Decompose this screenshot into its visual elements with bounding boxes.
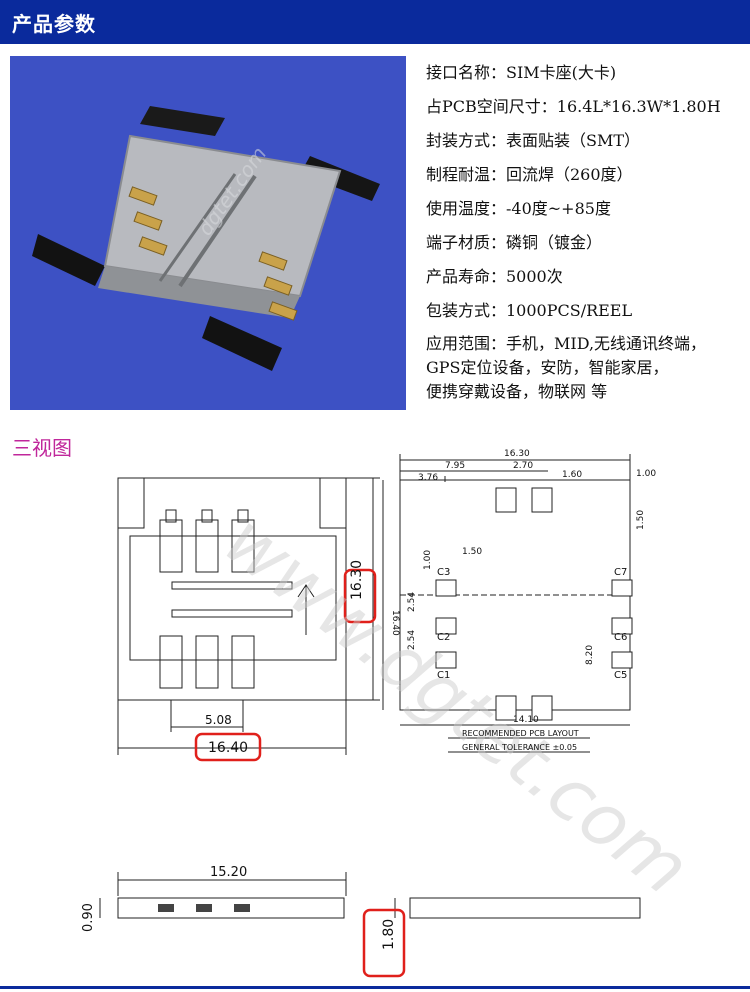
top-view-contacts-upper <box>159 509 255 573</box>
side-dim-height: 0.90 <box>81 903 96 932</box>
spec-line: 接口名称：SIM卡座(大卡) <box>426 63 617 82</box>
pcb-label-c5: C5 <box>614 670 627 681</box>
side-dim-length: 15.20 <box>210 865 247 880</box>
pcb-dim-a: 7.95 <box>445 461 465 471</box>
top-view-slot-1 <box>171 581 293 590</box>
top-view-arrow-head <box>297 584 315 598</box>
metal-shell-edge <box>98 266 300 318</box>
application-line-3: 便携穿戴设备，物联网 等 <box>426 382 608 401</box>
drawing-watermark: www.dgtet.com <box>209 498 705 911</box>
pcb-caption-2: GENERAL TOLERANCE ±0.05 <box>462 743 577 752</box>
spec-line: 封装方式：表面贴装（SMT） <box>426 131 641 150</box>
frame-left <box>32 234 105 286</box>
spec-list: 接口名称：SIM卡座(大卡) 占PCB空间尺寸：16.4L*16.3W*1.80… <box>426 56 746 404</box>
highlight-boxes <box>194 568 406 978</box>
product-photo: dgtet.com <box>10 56 406 410</box>
dim-width: 16.40 <box>208 740 248 756</box>
pcb-dim-d: 3.76 <box>418 473 438 483</box>
spec-line: 占PCB空间尺寸：16.4L*16.3W*1.80H <box>426 97 721 116</box>
dim-height: 16.30 <box>349 560 365 600</box>
pcb-label-c7: C7 <box>614 567 627 578</box>
application-line-2: GPS定位设备，安防，智能家居， <box>426 358 669 377</box>
sim-socket-illustration: dgtet.com <box>32 106 380 371</box>
spec-line: 制程耐温：回流焊（260度） <box>426 165 633 184</box>
pcb-dim-f: 1.50 <box>636 510 646 530</box>
pcb-dim-m: 14.10 <box>513 715 539 725</box>
pcb-dim-b: 2.70 <box>513 461 533 471</box>
pcb-pads <box>435 487 633 721</box>
end-view <box>394 897 641 919</box>
pcb-dim-j: 2.54 <box>407 630 417 650</box>
spec-line: 使用温度：-40度~+85度 <box>426 199 611 218</box>
top-view-latch-right <box>319 477 347 529</box>
pcb-dim-l: 8.20 <box>585 645 595 665</box>
application-scope: 应用范围：手机，MID,无线通讯终端， GPS定位设备，安防，智能家居， 便携穿… <box>426 332 746 404</box>
pcb-label-c6: C6 <box>614 632 627 643</box>
pcb-label-c3: C3 <box>437 567 450 578</box>
technical-drawing: www.dgtet.com 5.08 16.40 16.30 16.30 7.9… <box>81 449 705 978</box>
contacts-gold <box>128 186 298 321</box>
pcb-dim-e: 1.00 <box>636 469 656 479</box>
frame-bottom <box>202 316 282 371</box>
pcb-dim-h: 1.00 <box>423 550 433 570</box>
pcb-dim-i: 2.54 <box>407 592 417 612</box>
pcb-label-c1: C1 <box>437 670 450 681</box>
pcb-label-c2: C2 <box>437 632 450 643</box>
frame-top <box>140 106 225 136</box>
header-title: 产品参数 <box>12 12 96 36</box>
spec-line: 包装方式：1000PCS/REEL <box>426 301 633 320</box>
pcb-dim-g: 1.50 <box>462 547 482 557</box>
application-line-1: 应用范围：手机，MID,无线通讯终端， <box>426 334 707 353</box>
top-view-contacts-lower <box>159 635 255 689</box>
pcb-dim-k: 16.40 <box>390 610 400 636</box>
shell-rib-1 <box>178 174 257 288</box>
side-view-contacts <box>158 904 250 912</box>
top-view-latch-left <box>117 477 145 529</box>
spec-line: 产品寿命：5000次 <box>426 267 563 286</box>
section-title: 三视图 <box>12 436 72 460</box>
bottom-divider <box>0 986 750 989</box>
spec-line: 端子材质：磷铜（镀金） <box>426 233 603 252</box>
pcb-dim-overall: 16.30 <box>504 449 530 459</box>
top-view-shell <box>129 535 337 661</box>
top-view-slot-2 <box>171 609 293 618</box>
side-view <box>99 872 347 919</box>
shell-rib-2 <box>158 173 237 282</box>
top-view <box>117 477 380 755</box>
pcb-caption-1: RECOMMENDED PCB LAYOUT <box>462 729 579 738</box>
end-dim-height: 1.80 <box>381 919 397 950</box>
dim-pitch: 5.08 <box>205 713 232 727</box>
header-bar: 产品参数 <box>0 0 750 44</box>
pcb-dim-c: 1.60 <box>562 470 582 480</box>
